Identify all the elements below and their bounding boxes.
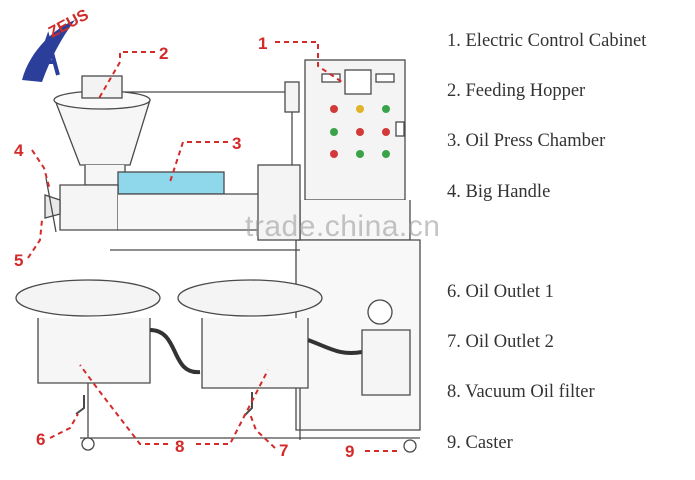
vacuum-oil-filter xyxy=(361,329,411,396)
callout-6: 6 xyxy=(36,430,45,449)
callout-1: 1 xyxy=(258,34,267,53)
legend-item-caster: 9. Caster xyxy=(447,432,513,453)
callout-leaders xyxy=(27,41,400,452)
oil-hose-1 xyxy=(149,328,201,375)
drive-pulley xyxy=(284,81,300,113)
leader-2 xyxy=(97,51,155,101)
legend-item-vacuum-oil-filter: 8. Vacuum Oil filter xyxy=(447,382,595,403)
leader-4 xyxy=(31,149,51,191)
callout-7: 7 xyxy=(279,441,288,460)
watermark: trade.china.cn xyxy=(245,210,441,243)
button-red-2 xyxy=(356,128,364,136)
legend-item-5 xyxy=(447,229,692,279)
button-red-4 xyxy=(330,150,338,158)
button-green-4 xyxy=(382,150,390,158)
callout-8a: 8 xyxy=(175,437,184,456)
chamber-housing xyxy=(118,193,261,231)
cabinet-buttons xyxy=(330,105,390,158)
logo-a-icon xyxy=(33,31,60,76)
callout-labels: 1 2 3 4 5 6 7 8 9 xyxy=(14,34,354,461)
legend-item-oil-outlet-1: 6. Oil Outlet 1 xyxy=(447,281,554,302)
tank-1-lid xyxy=(15,279,161,317)
big-handle xyxy=(44,194,61,219)
legend-item-big-handle: 4. Big Handle xyxy=(447,181,551,202)
parts-legend: 1. Electric Control Cabinet 2. Feeding H… xyxy=(447,28,692,480)
oil-outlet-2 xyxy=(243,392,253,417)
oil-press-chamber xyxy=(117,171,225,195)
hopper-motor xyxy=(81,75,123,99)
oil-hose-2 xyxy=(307,338,363,355)
legend-item-oil-press-chamber: 3. Oil Press Chamber xyxy=(447,131,606,152)
leader-3 xyxy=(169,141,228,183)
cabinet-switch xyxy=(395,121,405,137)
leader-8b xyxy=(196,369,269,445)
gear-box xyxy=(257,164,301,241)
tank-2-lid xyxy=(177,279,323,317)
legend-item-feeding-hopper: 2. Feeding Hopper xyxy=(447,81,586,102)
button-red-3 xyxy=(382,128,390,136)
oil-outlet-1 xyxy=(75,395,85,415)
callout-2: 2 xyxy=(159,44,168,63)
vacuum-gauge xyxy=(367,299,393,325)
button-green-2 xyxy=(330,128,338,136)
logo-text: ZEUS xyxy=(46,6,92,41)
leader-8a xyxy=(79,364,168,445)
button-red-1 xyxy=(330,105,338,113)
button-yellow xyxy=(356,105,364,113)
chamber-body xyxy=(59,184,119,231)
leader-7 xyxy=(249,413,276,449)
legend-item-oil-outlet-2: 7. Oil Outlet 2 xyxy=(447,332,554,353)
leader-5 xyxy=(27,219,43,259)
leader-1 xyxy=(275,41,346,85)
logo-swoosh-icon xyxy=(22,20,75,82)
callout-3: 3 xyxy=(232,134,241,153)
button-green-3 xyxy=(356,150,364,158)
caster-front xyxy=(81,437,95,451)
callout-5: 5 xyxy=(14,251,23,270)
handle-bar xyxy=(45,177,57,233)
cabinet-meter xyxy=(344,69,372,95)
leader-6 xyxy=(49,413,79,439)
cabinet-label-right xyxy=(375,73,395,83)
button-green-1 xyxy=(382,105,390,113)
feeding-hopper xyxy=(54,99,151,166)
oil-tank-2 xyxy=(201,318,309,389)
brand-logo: ZEUS xyxy=(22,6,92,82)
callout-4: 4 xyxy=(14,141,24,160)
oil-tank-1 xyxy=(37,318,151,384)
legend-item-electric-control-cabinet: 1. Electric Control Cabinet xyxy=(447,31,647,51)
caster-rear xyxy=(403,439,417,453)
callout-9: 9 xyxy=(345,442,354,461)
